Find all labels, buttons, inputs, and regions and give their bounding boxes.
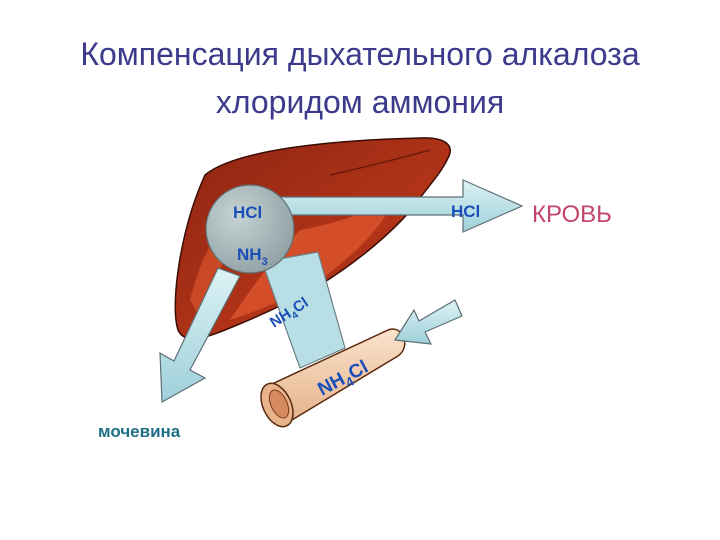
title-line-1: Компенсация дыхательного алкалоза bbox=[80, 36, 640, 72]
connector-tube bbox=[261, 251, 346, 369]
arrow-hcl-label: HCl bbox=[451, 202, 480, 221]
slide-title: Компенсация дыхательного алкалоза хлорид… bbox=[0, 30, 720, 126]
arrow-to-blood bbox=[269, 179, 524, 233]
liver-circle bbox=[205, 184, 295, 274]
title-line-2: хлоридом аммония bbox=[215, 84, 505, 120]
blood-label: КРОВЬ bbox=[532, 201, 612, 228]
blood-vessel bbox=[260, 328, 406, 428]
arrow-into-vessel bbox=[393, 299, 463, 345]
circle-nh3-label: NH3 bbox=[237, 245, 268, 268]
urea-label: мочевина bbox=[98, 422, 181, 441]
circle-hcl-label: HCl bbox=[233, 203, 262, 222]
arrow-to-urea bbox=[159, 267, 241, 403]
